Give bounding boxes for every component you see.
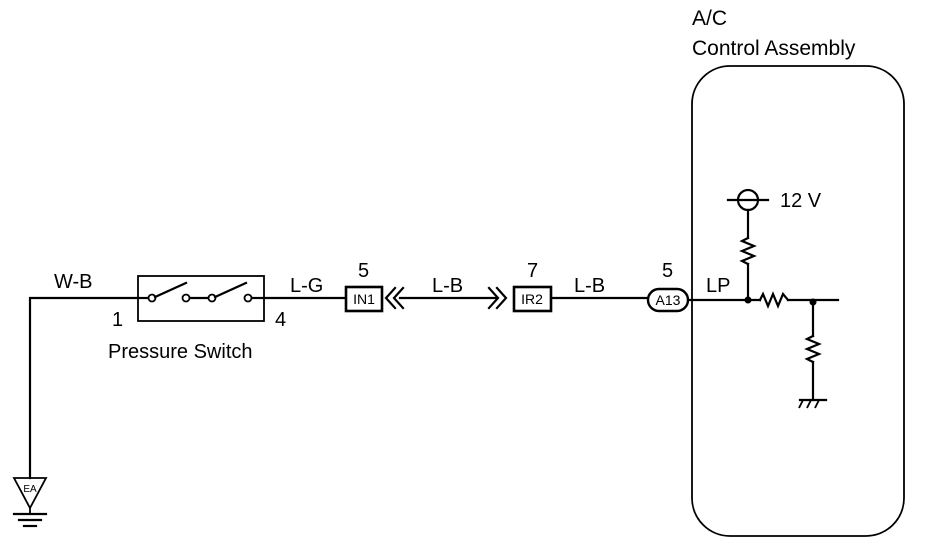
wire-color-l-g: L-G (290, 275, 323, 297)
supply-voltage-label: 12 V (780, 190, 822, 212)
connector-ir2: IR2 (512, 285, 553, 313)
connector-in1-id: IN1 (353, 291, 375, 307)
wire-color-w-b: W-B (54, 271, 93, 293)
control-assembly-title-line2: Control Assembly (692, 37, 856, 60)
pressure-switch (136, 275, 266, 322)
connector-a13-pin: 5 (662, 260, 673, 282)
control-assembly-circuit (686, 188, 840, 409)
chevron-right-icon-2 (495, 286, 508, 310)
connector-ir2-pin: 7 (527, 260, 538, 282)
chassis-ground-icon (798, 398, 828, 409)
ground-wire (28, 296, 140, 480)
pressure-switch-pin-1: 1 (112, 309, 123, 331)
terminal-lp-label: LP (706, 275, 730, 297)
series-resistor-icon (758, 291, 790, 309)
wire-color-l-b-2: L-B (574, 275, 605, 297)
connector-in1: IN1 (344, 285, 384, 313)
pull-up-resistor-icon (739, 236, 757, 266)
pressure-switch-label: Pressure Switch (108, 341, 253, 363)
connector-ir2-id: IR2 (521, 291, 543, 307)
pressure-switch-pin-4: 4 (275, 309, 286, 331)
connector-a13: A13 (646, 287, 690, 313)
connector-in1-pin: 5 (358, 260, 369, 282)
chevron-left-icon-2 (392, 286, 405, 310)
ground-ea-label: EA (23, 484, 37, 495)
connector-a13-id: A13 (656, 292, 681, 308)
control-assembly-title-line1: A/C (692, 7, 727, 30)
chevron-left-icon (384, 286, 397, 310)
pull-down-resistor-icon (804, 334, 822, 364)
ground-ea-symbol: EA (12, 477, 48, 528)
chevron-right-icon (487, 286, 500, 310)
wire-color-l-b-1: L-B (432, 275, 463, 297)
